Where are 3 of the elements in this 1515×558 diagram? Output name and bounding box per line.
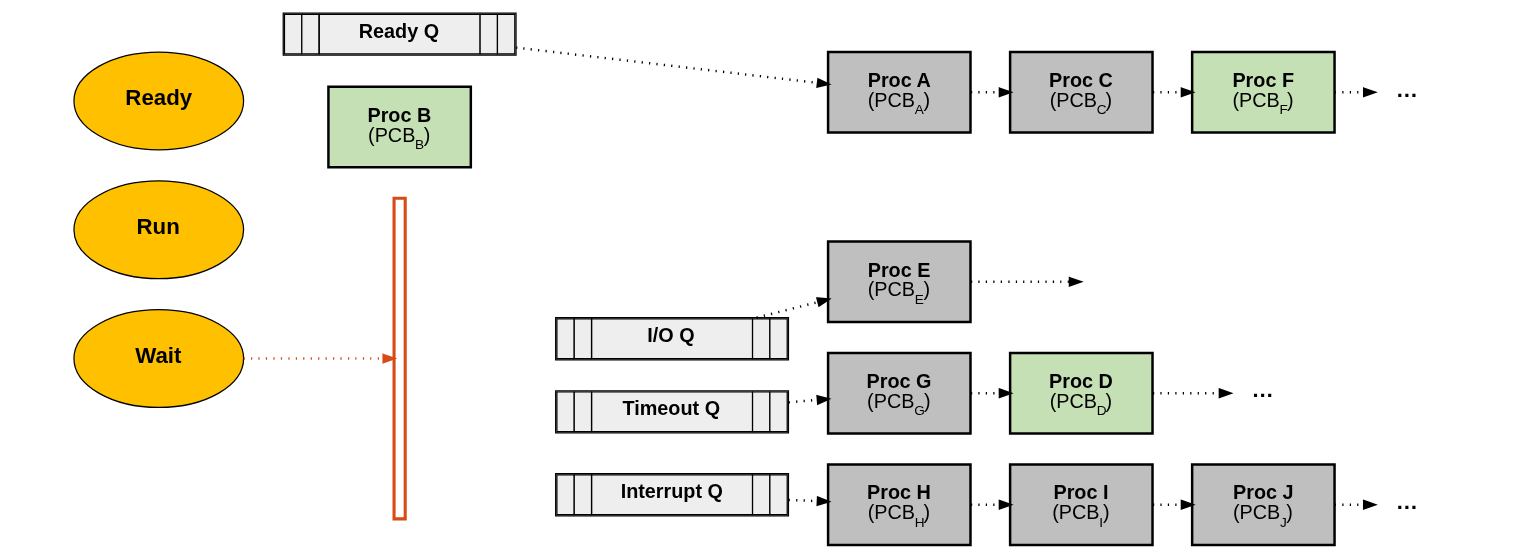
node-text: … [1395, 488, 1419, 514]
node-text: … [1251, 377, 1274, 403]
node-text: … [1395, 76, 1419, 102]
